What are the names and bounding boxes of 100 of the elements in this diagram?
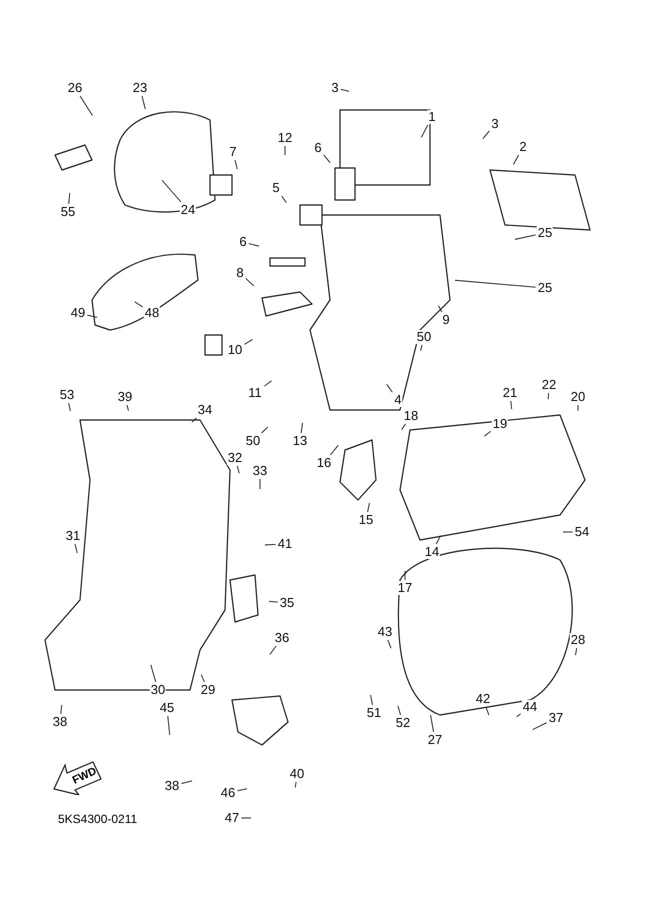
leader-line — [180, 780, 193, 784]
callout-number: 24 — [180, 203, 196, 217]
callout-number: 25 — [536, 226, 554, 240]
leader-line — [68, 402, 71, 412]
callout-number: 38 — [164, 779, 180, 793]
callout-number: 37 — [548, 711, 564, 725]
leader-line — [244, 339, 253, 345]
callout-number: 36 — [274, 631, 290, 645]
callout-number: 41 — [276, 537, 294, 551]
callout-number: 52 — [394, 716, 412, 730]
leader-line — [548, 392, 549, 400]
leader-line — [438, 305, 442, 312]
callout-number: 22 — [540, 378, 558, 392]
callout-number: 21 — [502, 386, 518, 400]
callout-number: 38 — [52, 715, 68, 729]
callout-number: 49 — [70, 306, 86, 320]
callout-number: 31 — [64, 529, 82, 543]
leader-line — [134, 301, 144, 308]
leader-line — [367, 502, 370, 512]
callout-number: 3 — [490, 117, 500, 131]
leader-line — [236, 788, 248, 792]
leader-line — [397, 705, 402, 716]
callout-number: 33 — [252, 464, 268, 478]
leader-line — [294, 782, 296, 788]
leader-line — [388, 640, 392, 649]
callout-number: 30 — [150, 683, 166, 697]
leader-line — [281, 196, 287, 203]
leader-line — [513, 154, 520, 165]
leader-line — [532, 722, 548, 730]
leader-line — [454, 280, 536, 288]
leader-line — [510, 400, 512, 410]
leader-line — [60, 704, 62, 714]
leader-line — [436, 535, 442, 544]
leader-line — [261, 426, 268, 434]
leader-line — [268, 600, 278, 603]
callout-number: 6 — [238, 235, 248, 249]
callout-number: 42 — [474, 692, 492, 706]
callout-number: 6 — [313, 141, 323, 155]
leader-line — [482, 130, 490, 140]
callout-number: 9 — [441, 313, 451, 327]
callout-number: 34 — [196, 403, 214, 417]
callout-number: 32 — [226, 451, 244, 465]
callout-number: 7 — [228, 145, 238, 159]
leader-line — [401, 424, 406, 430]
leader-line — [386, 384, 393, 393]
callout-number: 17 — [396, 581, 414, 595]
callout-number: 4 — [393, 393, 403, 407]
leader-line — [200, 674, 205, 682]
leader-line — [191, 418, 197, 423]
callout-number: 16 — [316, 456, 332, 470]
leader-line — [150, 664, 156, 682]
callout-number: 40 — [288, 767, 306, 781]
leader-line — [330, 444, 339, 456]
leader-line — [264, 380, 272, 387]
callout-number: 20 — [570, 390, 586, 404]
leader-line — [514, 234, 536, 240]
callout-number: 50 — [244, 434, 262, 448]
callout-number: 2 — [518, 140, 528, 154]
leader-line — [68, 192, 70, 204]
leader-line — [370, 694, 373, 706]
leader-line — [248, 243, 260, 247]
callout-number: 26 — [66, 81, 84, 95]
leader-line — [420, 124, 428, 138]
leader-line — [234, 160, 238, 170]
leader-line — [486, 706, 490, 716]
leader-line — [284, 146, 286, 156]
callout-number: 27 — [426, 733, 444, 747]
leader-line — [162, 180, 182, 202]
leader-line — [300, 422, 304, 434]
drawing-number: 5KS4300-0211 — [58, 812, 138, 826]
callout-number: 54 — [574, 525, 590, 539]
leader-line — [167, 716, 170, 736]
callout-number: 15 — [358, 513, 374, 527]
callout-number: 48 — [144, 306, 160, 320]
leader-line — [245, 278, 254, 286]
leader-line — [142, 96, 146, 110]
callout-number: 51 — [366, 706, 382, 720]
callout-number: 8 — [235, 266, 245, 280]
callout-number: 53 — [58, 388, 76, 402]
leader-line — [86, 314, 98, 318]
leader-line — [516, 713, 522, 718]
callout-number: 55 — [60, 205, 76, 219]
leader-line — [236, 466, 240, 474]
callout-number: 29 — [200, 683, 216, 697]
leader-line — [430, 714, 434, 732]
forward-arrow — [53, 759, 103, 795]
callout-number: 10 — [226, 343, 244, 357]
leader-line — [80, 96, 93, 116]
leader-line — [126, 404, 129, 412]
callout-number: 39 — [116, 390, 134, 404]
leader-line — [340, 88, 350, 92]
callout-number: 35 — [278, 596, 296, 610]
callout-number: 12 — [276, 131, 294, 145]
callout-number: 28 — [570, 633, 586, 647]
callout-number: 14 — [424, 545, 440, 559]
callout-number: 47 — [224, 811, 240, 825]
leader-line — [264, 544, 276, 546]
leader-line — [269, 646, 277, 656]
callout-number: 25 — [536, 281, 554, 295]
callout-number: 43 — [376, 625, 394, 639]
